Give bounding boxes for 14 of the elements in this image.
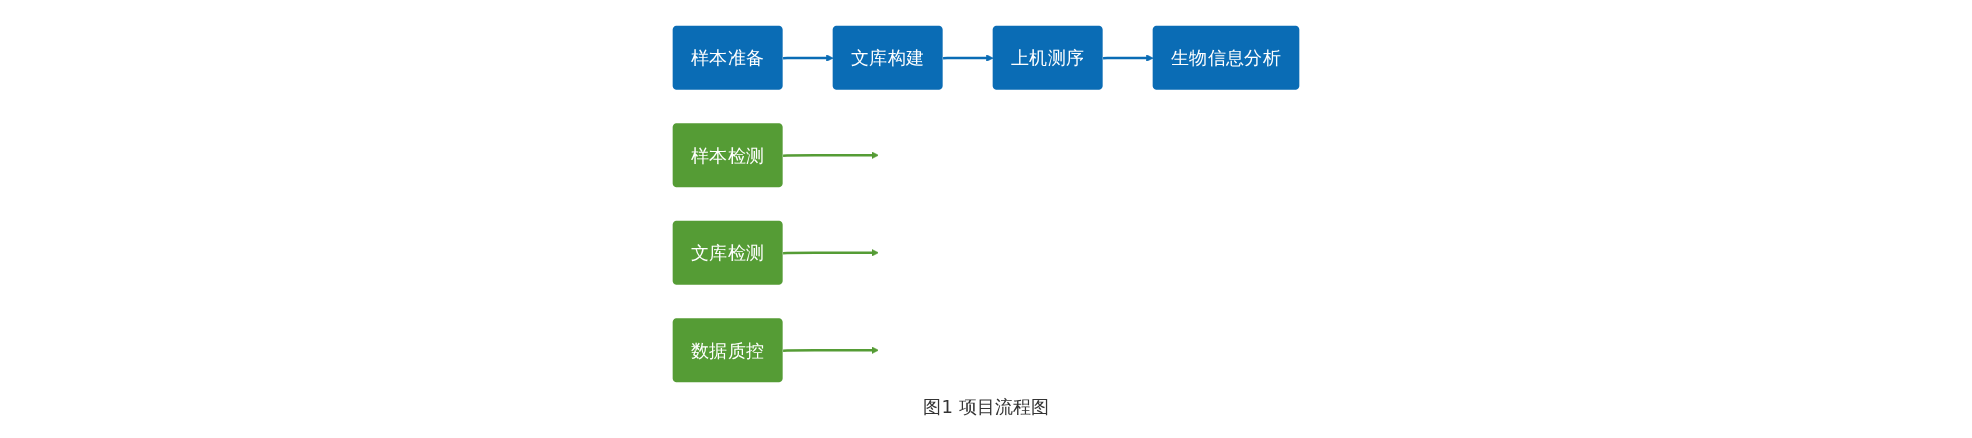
caption: 图1 项目流程图 <box>923 395 1049 419</box>
arrow <box>783 249 879 257</box>
node-box: 样本准备 <box>672 25 783 90</box>
node-box: 文库检测 <box>672 220 783 285</box>
node-box: 文库构建 <box>832 25 943 90</box>
node-box: 样本检测 <box>672 123 783 188</box>
node-box: 上机测序 <box>992 25 1103 90</box>
arrow <box>783 346 879 354</box>
node-box: 数据质控 <box>672 318 783 383</box>
node-box: 生物信息分析 <box>1152 25 1300 90</box>
arrow <box>1103 54 1154 62</box>
arrow <box>783 54 834 62</box>
arrow <box>943 54 994 62</box>
arrow <box>783 151 879 159</box>
